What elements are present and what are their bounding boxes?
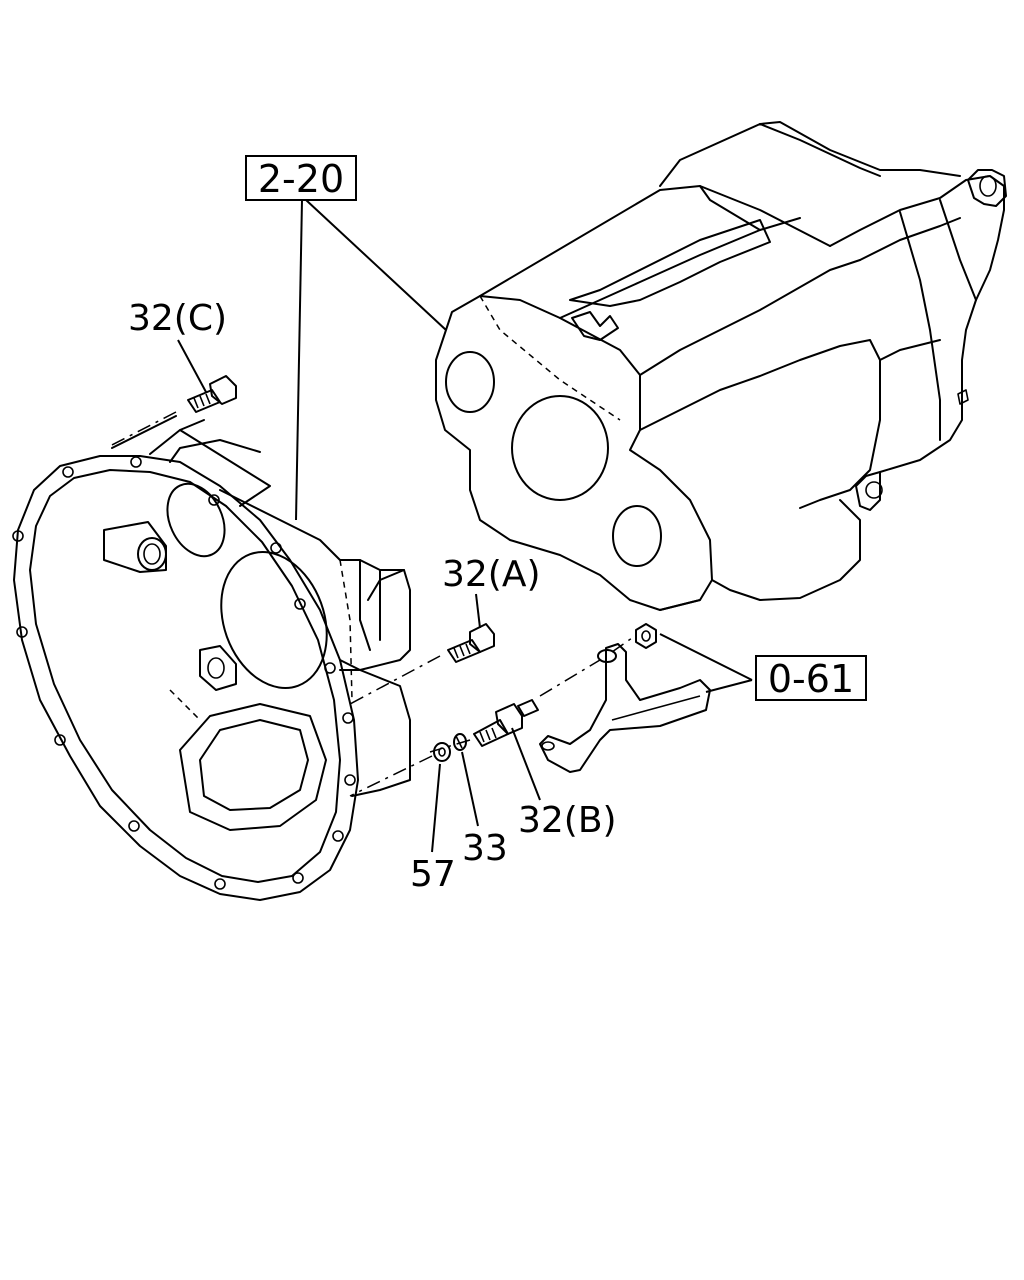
ref-label-0-61: 0-61 (768, 657, 854, 701)
transmission-assembly (435, 121, 1007, 611)
alignment-lines (109, 411, 633, 797)
callout-32b: 32(B) (518, 800, 617, 841)
ref-box-0-61[interactable]: 0-61 (755, 655, 867, 701)
nut-0-61 (635, 623, 657, 649)
callout-33: 33 (462, 828, 508, 869)
callout-32a: 32(A) (442, 554, 541, 595)
stud-32b (473, 699, 539, 747)
lock-washer-33 (453, 733, 467, 751)
leader-lines (177, 199, 753, 853)
callout-57: 57 (410, 854, 456, 895)
clutch-housing (12, 415, 411, 901)
ref-box-2-20[interactable]: 2-20 (245, 155, 357, 201)
bolt-32a (447, 623, 495, 663)
bolt-32c (187, 375, 237, 413)
callout-32c: 32(C) (128, 298, 227, 339)
washer-57 (433, 742, 451, 762)
ref-label-2-20: 2-20 (258, 157, 344, 201)
bracket (539, 643, 711, 773)
